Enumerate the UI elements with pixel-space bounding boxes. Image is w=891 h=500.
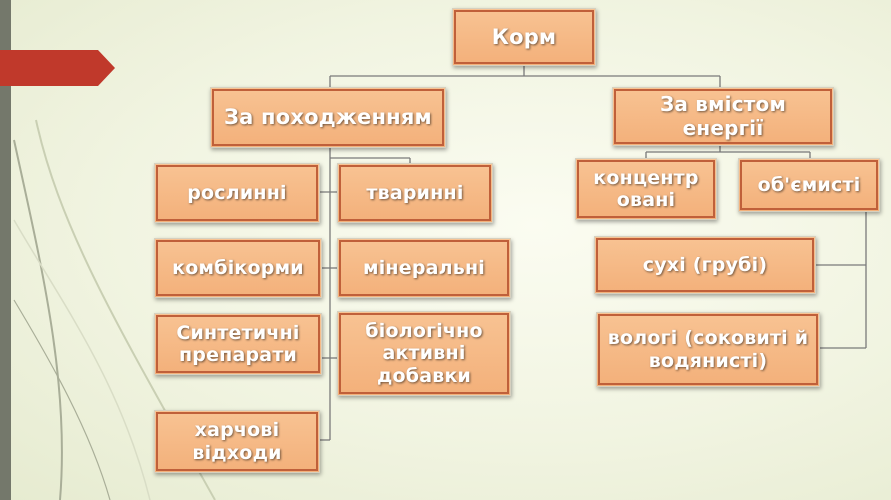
node-plant: рослинні bbox=[154, 163, 320, 223]
node-mineral: мінеральні bbox=[337, 238, 511, 298]
left-accent-stripe bbox=[0, 0, 11, 500]
node-dry-coarse: сухі (грубі) bbox=[594, 236, 816, 294]
node-synthetic-preparations: Синтетичні препарати bbox=[154, 313, 322, 375]
node-wet-succulent-watery: вологі (соковиті й водянисті) bbox=[596, 312, 820, 387]
branch-by-origin: За походженням bbox=[210, 87, 446, 148]
node-compound-feed: комбікорми bbox=[154, 238, 322, 298]
root-node-feed: Корм bbox=[452, 8, 596, 66]
node-bioactive-additives: біологічно активні добавки bbox=[337, 311, 511, 396]
node-bulky: об'ємисті bbox=[738, 158, 880, 212]
branch-by-energy-content: За вмістом енергії bbox=[612, 87, 834, 146]
node-food-waste: харчові відходи bbox=[154, 410, 320, 473]
slide-marker-arrow bbox=[0, 50, 115, 86]
node-concentrated: концентр овані bbox=[575, 158, 717, 220]
node-animal: тваринні bbox=[337, 163, 493, 223]
